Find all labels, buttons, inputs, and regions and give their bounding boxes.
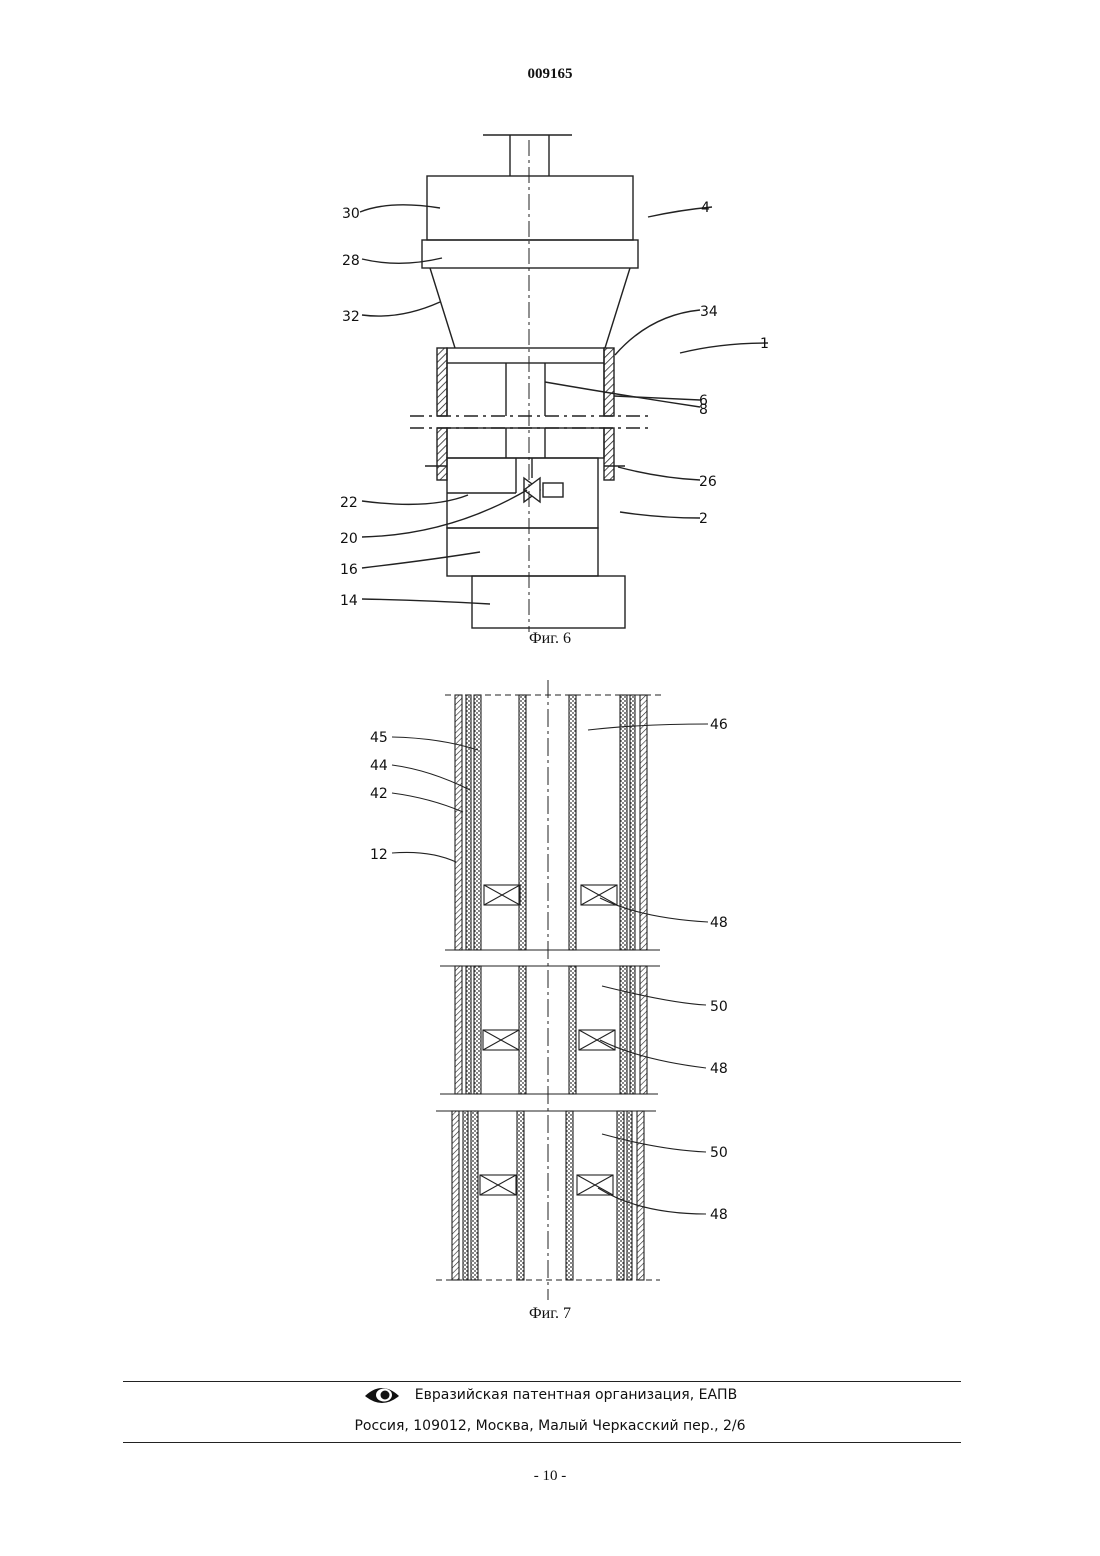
eye-logo-icon [363, 1384, 401, 1406]
footer-bottom-rule [123, 1442, 961, 1443]
label-48-middle: 48 [710, 1061, 728, 1077]
page-number: - 10 - [0, 1468, 1100, 1485]
tube-walls [452, 695, 647, 1280]
label-42: 42 [370, 786, 388, 802]
label-46: 46 [710, 717, 728, 733]
label-50-middle: 50 [710, 999, 728, 1015]
footer-address: Россия, 109012, Москва, Малый Черкасский… [0, 1418, 1100, 1434]
figure-7-caption: Фиг. 7 [450, 1305, 650, 1323]
label-44: 44 [370, 758, 388, 774]
figure-7-drawing: 45 44 42 12 46 48 50 48 50 48 [0, 0, 1100, 1310]
footer-top-rule [123, 1381, 961, 1382]
label-12: 12 [370, 847, 388, 863]
label-48-bottom: 48 [710, 1207, 728, 1223]
label-50-bottom: 50 [710, 1145, 728, 1161]
label-48-top: 48 [710, 915, 728, 931]
label-45: 45 [370, 730, 388, 746]
footer-organization: Евразийская патентная организация, ЕАПВ [415, 1387, 737, 1403]
footer-organization-line: Евразийская патентная организация, ЕАПВ [0, 1384, 1100, 1406]
